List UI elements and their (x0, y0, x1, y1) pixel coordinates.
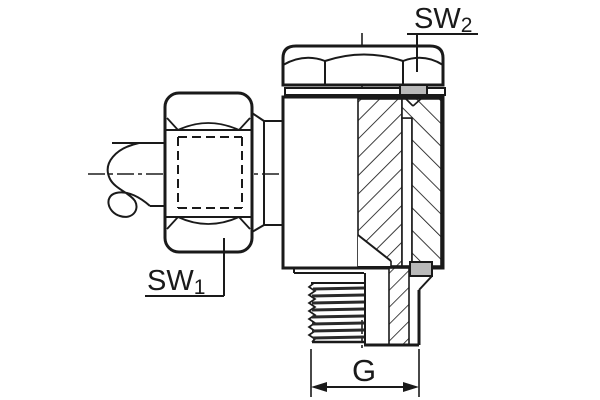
seal-ring-bottom (409, 261, 433, 277)
hex-chamfer-arc-left (282, 56, 326, 66)
bolt-shank-section-hatch (357, 98, 403, 267)
nut-arc-bottom (177, 216, 240, 225)
label-sw2: SW2 (407, 3, 478, 72)
nut-chamfer-tl (166, 117, 179, 131)
stud-wall-hatch (388, 267, 410, 346)
g-text: G (352, 353, 376, 388)
cone-edge-line (357, 234, 392, 262)
seal-ring-top (399, 84, 428, 107)
cone-bottom (251, 224, 265, 233)
boss-chamfer (418, 275, 433, 291)
clearance-slit (401, 117, 413, 267)
nut-outline (163, 91, 254, 254)
g-arrowhead-left (311, 382, 327, 392)
dimension-g: G (310, 349, 420, 397)
seal-ring-top-rect (399, 84, 428, 96)
nut-arc-top (177, 122, 240, 131)
seal-notch-left (403, 96, 414, 107)
sw1-text: SW1 (147, 265, 205, 299)
hex-head-outline (281, 44, 445, 87)
nut-chamfer-bl (166, 216, 179, 230)
left-nut-assembly (106, 91, 283, 254)
cone-top (251, 112, 265, 122)
nut-chamfer-tr (238, 117, 251, 131)
thread-crest-zigzag (307, 282, 317, 343)
hex-chamfer-arc-right (402, 56, 444, 66)
hex-chamfer-arc-center (324, 53, 404, 62)
nut-chamfer-br (238, 216, 251, 230)
sw2-text: SW2 (414, 3, 472, 37)
bolt-washer-band (284, 87, 446, 96)
threaded-stud (293, 261, 433, 347)
nut-hidden-thread (177, 136, 243, 209)
label-sw1: SW1 (145, 238, 225, 299)
seal-notch-right (412, 96, 424, 107)
top-hex-head (281, 44, 445, 87)
g-arrowhead-right (403, 382, 419, 392)
tube-break-squiggle (106, 142, 151, 218)
body-section (281, 95, 445, 270)
thread-bands (311, 286, 365, 340)
